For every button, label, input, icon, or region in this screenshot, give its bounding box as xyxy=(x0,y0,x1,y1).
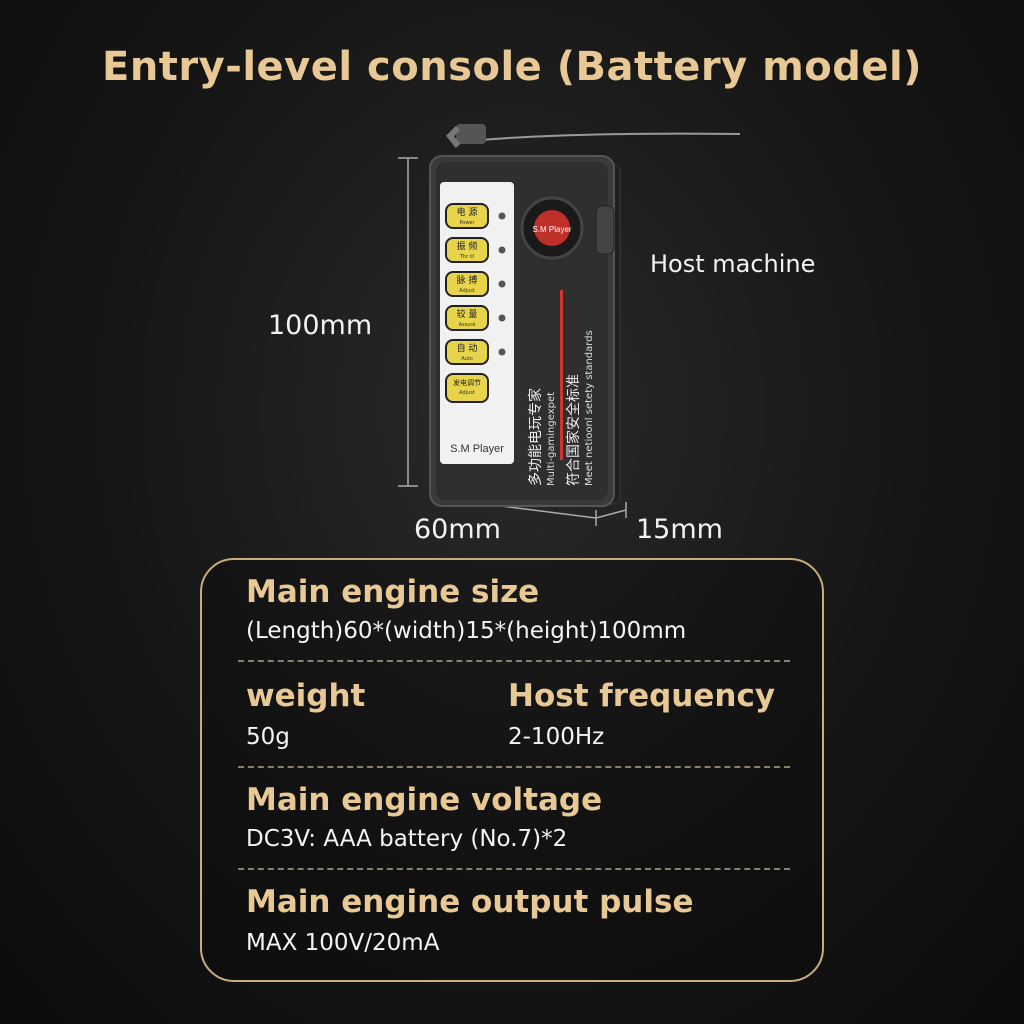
side-text-cn-2: 符合国家安全标准 xyxy=(565,374,582,486)
divider xyxy=(238,868,790,870)
device-button-sublabel: Power xyxy=(459,220,475,226)
red-stripe xyxy=(560,290,563,460)
frequency-value: 2-100Hz xyxy=(508,724,605,750)
pulse-value: MAX 100V/20mA xyxy=(246,930,440,956)
width-label: 60mm xyxy=(414,514,501,545)
pulse-title: Main engine output pulse xyxy=(246,884,694,920)
led-indicator xyxy=(498,246,506,254)
device-illustration: 电 源 Power 振 频 Thr ill 脉 搏 Adjust 较 量 Assure 自 动 A… xyxy=(398,124,741,526)
led-indicator xyxy=(498,348,506,356)
frequency-title: Host frequency xyxy=(508,678,776,714)
voltage-title: Main engine voltage xyxy=(246,782,603,818)
side-text-cn-1: 多功能电玩专家 xyxy=(527,388,544,486)
device-button: 发电调节 Adjust xyxy=(445,373,489,403)
device-button-sublabel: Assure xyxy=(459,322,476,328)
host-machine-label: Host machine xyxy=(650,250,816,278)
divider xyxy=(238,660,790,662)
divider xyxy=(238,766,790,768)
device-side-dial xyxy=(595,205,615,255)
device-button-label: 电 源 xyxy=(457,206,478,218)
device-brand: S.M Player xyxy=(450,443,504,455)
knob-brand: S.M Player xyxy=(532,225,571,234)
device-button-label: 发电调节 xyxy=(453,378,481,387)
height-label: 100mm xyxy=(268,310,373,341)
voltage-value: DC3V: AAA battery (No.7)*2 xyxy=(246,826,568,852)
cable-plug xyxy=(456,124,486,144)
size-value: (Length)60*(width)15*(height)100mm xyxy=(246,618,687,644)
led-indicator xyxy=(498,280,506,288)
device-button-sublabel: Adjust xyxy=(459,288,475,294)
led-indicator xyxy=(498,212,506,220)
device-button: 振 频 Thr ill xyxy=(445,237,506,263)
device-button: 自 动 Auto xyxy=(445,339,506,365)
device-button: 电 源 Power xyxy=(445,203,506,229)
side-text-en-2: Meet netioonl setety standards xyxy=(584,330,595,486)
spec-panel: Main engine size (Length)60*(width)15*(h… xyxy=(200,558,824,982)
device-button: 脉 搏 Adjust xyxy=(445,271,506,297)
page-title: Entry-level console (Battery model) xyxy=(102,44,922,90)
device-button-label: 脉 搏 xyxy=(457,274,478,286)
side-text-en-1: Multi-gamingexpet xyxy=(546,392,557,486)
weight-value: 50g xyxy=(246,724,290,750)
cable xyxy=(479,132,741,141)
depth-dimension-line xyxy=(595,509,627,519)
device-button-sublabel: Thr ill xyxy=(459,254,474,260)
depth-label: 15mm xyxy=(636,514,723,545)
weight-title: weight xyxy=(246,678,366,714)
device-button: 较 量 Assure xyxy=(445,305,506,331)
led-indicator xyxy=(498,314,506,322)
device-button-label: 较 量 xyxy=(457,308,478,320)
size-title: Main engine size xyxy=(246,574,540,610)
device-button-label: 振 频 xyxy=(457,240,478,252)
device-button-label: 自 动 xyxy=(457,342,478,354)
device-button-sublabel: Auto xyxy=(461,356,473,362)
device-button-sublabel: Adjust xyxy=(459,390,475,396)
device-button-group: 电 源 Power 振 频 Thr ill 脉 搏 Adjust 较 量 Assure 自 动 A… xyxy=(445,203,506,403)
